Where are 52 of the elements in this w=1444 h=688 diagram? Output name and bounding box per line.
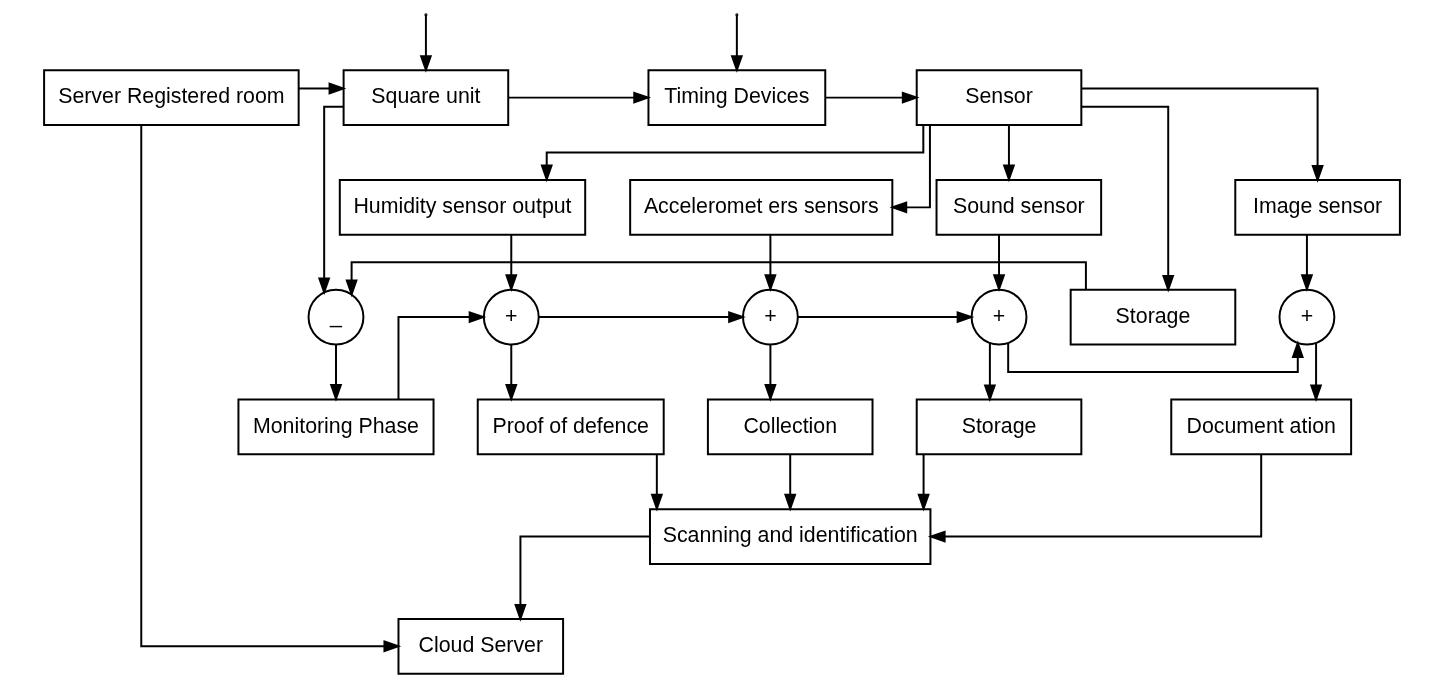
arrow [397, 310, 487, 401]
node-box: Proof of defence [476, 398, 665, 456]
arrow [889, 124, 931, 214]
node-box: Collection [706, 398, 874, 456]
node-box: Server Registered room [43, 69, 300, 127]
arrow [317, 105, 345, 296]
arrow [329, 343, 343, 402]
node-box: Cloud Server [397, 617, 565, 675]
node-box: Sound sensor [935, 178, 1103, 236]
node-box: Image sensor [1234, 178, 1401, 236]
arrow [824, 91, 920, 104]
arrow [1080, 87, 1324, 183]
node-circle: + [482, 288, 540, 346]
node-box: Humidity sensor output [338, 178, 587, 236]
arrow [1007, 340, 1304, 373]
node-box: Storage [915, 398, 1083, 456]
arrow [650, 453, 664, 512]
arrow [514, 535, 651, 622]
node-circle: + [1278, 288, 1336, 346]
arrow [927, 453, 1263, 543]
arrow [505, 234, 518, 293]
node-box: Storage [1069, 288, 1237, 346]
node-box: Timing Devices [647, 69, 827, 127]
node-circle: _ [307, 288, 365, 346]
arrow [507, 91, 651, 104]
arrow [797, 310, 975, 324]
node-box: Acceleromet ers sensors [629, 178, 894, 236]
arrow [764, 234, 777, 293]
arrow [1080, 105, 1175, 293]
node-box: Square unit [342, 69, 510, 127]
arrow [345, 261, 1087, 298]
arrow [419, 14, 433, 73]
arrow [140, 124, 402, 653]
arrow [992, 234, 1006, 293]
node-circle: + [970, 288, 1028, 346]
arrow [917, 453, 930, 512]
arrow [730, 14, 744, 73]
node-box: Sensor [915, 69, 1083, 127]
node-box: Monitoring Phase [237, 398, 435, 456]
arrow [297, 82, 347, 95]
node-box: Document ation [1170, 398, 1353, 456]
arrow [1309, 342, 1323, 403]
arrow [540, 124, 925, 183]
node-box: Scanning and identification [649, 508, 932, 566]
arrow [764, 343, 777, 402]
arrow [784, 453, 797, 512]
arrow [505, 343, 518, 402]
arrow [983, 342, 997, 403]
arrow [1300, 234, 1314, 293]
arrow [1002, 124, 1016, 183]
arrow [538, 310, 746, 324]
node-circle: + [741, 288, 799, 346]
